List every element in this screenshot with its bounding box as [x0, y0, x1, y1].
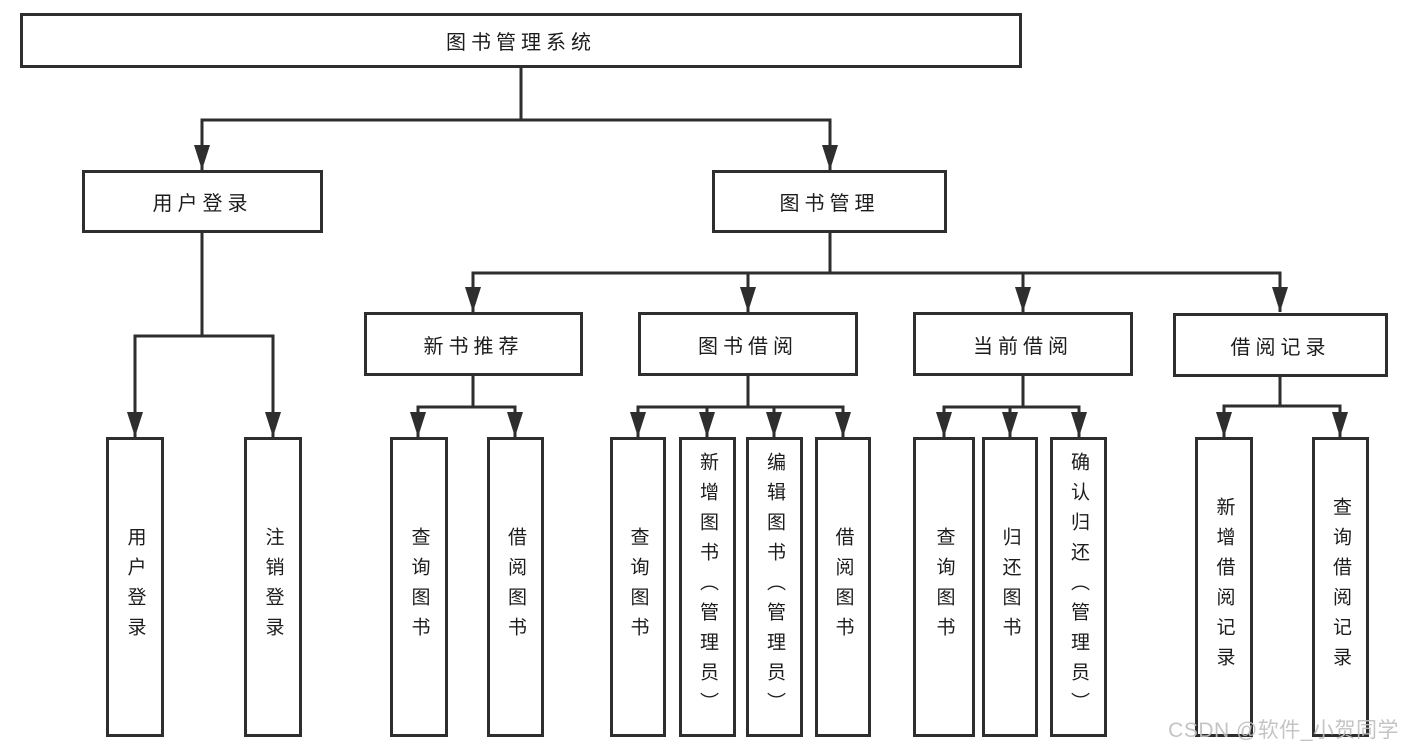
leaf-records-add-record: 新增借阅记录	[1195, 437, 1253, 737]
leaf-borrowing-add-book-admin: 新增图书（管理员）	[679, 437, 736, 737]
node-user-login: 用户登录	[82, 170, 323, 233]
node-root: 图书管理系统	[20, 13, 1022, 68]
leaf-borrowing-query-book: 查询图书	[610, 437, 666, 737]
leaf-records-query-record: 查询借阅记录	[1312, 437, 1369, 737]
leaf-current-return-book: 归还图书	[982, 437, 1038, 737]
node-book-borrowing: 图书借阅	[638, 312, 858, 376]
leaf-logout: 注销登录	[244, 437, 302, 737]
leaf-recommend-query-book: 查询图书	[390, 437, 448, 737]
leaf-current-confirm-return-admin: 确认归还（管理员）	[1050, 437, 1107, 737]
leaf-recommend-borrow-book: 借阅图书	[487, 437, 544, 737]
csdn-watermark: CSDN @软件_小贺同学	[1168, 719, 1399, 742]
node-new-book-recommend: 新书推荐	[364, 312, 583, 376]
node-book-management: 图书管理	[712, 170, 947, 233]
leaf-borrowing-borrow-book: 借阅图书	[815, 437, 871, 737]
leaf-current-query-book: 查询图书	[913, 437, 975, 737]
node-current-borrowing: 当前借阅	[913, 312, 1133, 376]
leaf-user-login: 用户登录	[106, 437, 164, 737]
node-borrowing-records: 借阅记录	[1173, 313, 1388, 377]
leaf-borrowing-edit-book-admin: 编辑图书（管理员）	[746, 437, 803, 737]
